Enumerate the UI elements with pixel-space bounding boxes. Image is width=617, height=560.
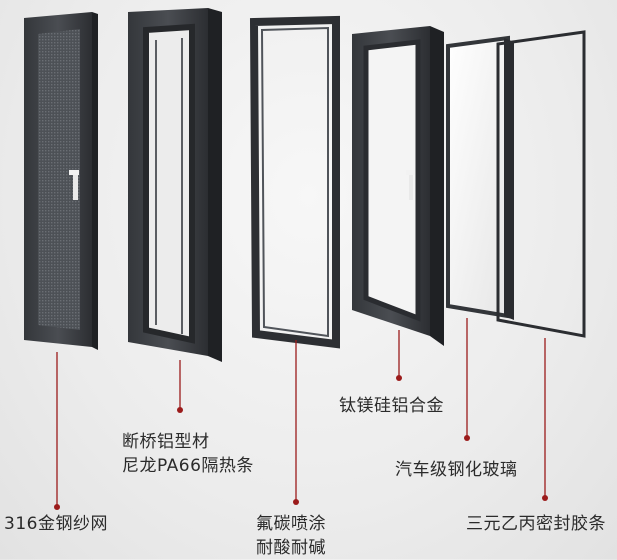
alloy-casement bbox=[352, 26, 444, 346]
label-seal: 三元乙丙密封胶条 bbox=[466, 512, 606, 536]
dot-screen bbox=[54, 504, 60, 510]
label-alloy: 钛镁硅铝合金 bbox=[339, 394, 444, 418]
dot-seal bbox=[542, 495, 548, 501]
label-coating-line2: 耐酸耐碱 bbox=[256, 536, 326, 560]
label-profile: 断桥铝型材 尼龙PA66隔热条 bbox=[122, 430, 254, 478]
dot-alloy bbox=[396, 375, 402, 381]
label-profile-line1: 断桥铝型材 bbox=[122, 430, 254, 454]
label-screen-line1: 316金钢纱网 bbox=[4, 512, 108, 536]
label-coating-line1: 氟碳喷涂 bbox=[256, 512, 326, 536]
tempered-glass bbox=[448, 38, 514, 320]
label-screen: 316金钢纱网 bbox=[4, 512, 108, 536]
dot-coating bbox=[293, 499, 299, 505]
label-profile-line2: 尼龙PA66隔热条 bbox=[122, 454, 254, 478]
screen-sash bbox=[24, 12, 98, 350]
label-glass-line1: 汽车级钢化玻璃 bbox=[395, 458, 518, 482]
label-glass: 汽车级钢化玻璃 bbox=[395, 458, 518, 482]
thermal-break-frame bbox=[128, 8, 222, 362]
label-seal-line1: 三元乙丙密封胶条 bbox=[466, 512, 606, 536]
dot-glass bbox=[464, 435, 470, 441]
label-coating: 氟碳喷涂 耐酸耐碱 bbox=[256, 512, 326, 560]
coated-frame bbox=[254, 20, 336, 344]
label-alloy-line1: 钛镁硅铝合金 bbox=[339, 394, 444, 418]
dot-profile bbox=[177, 407, 183, 413]
